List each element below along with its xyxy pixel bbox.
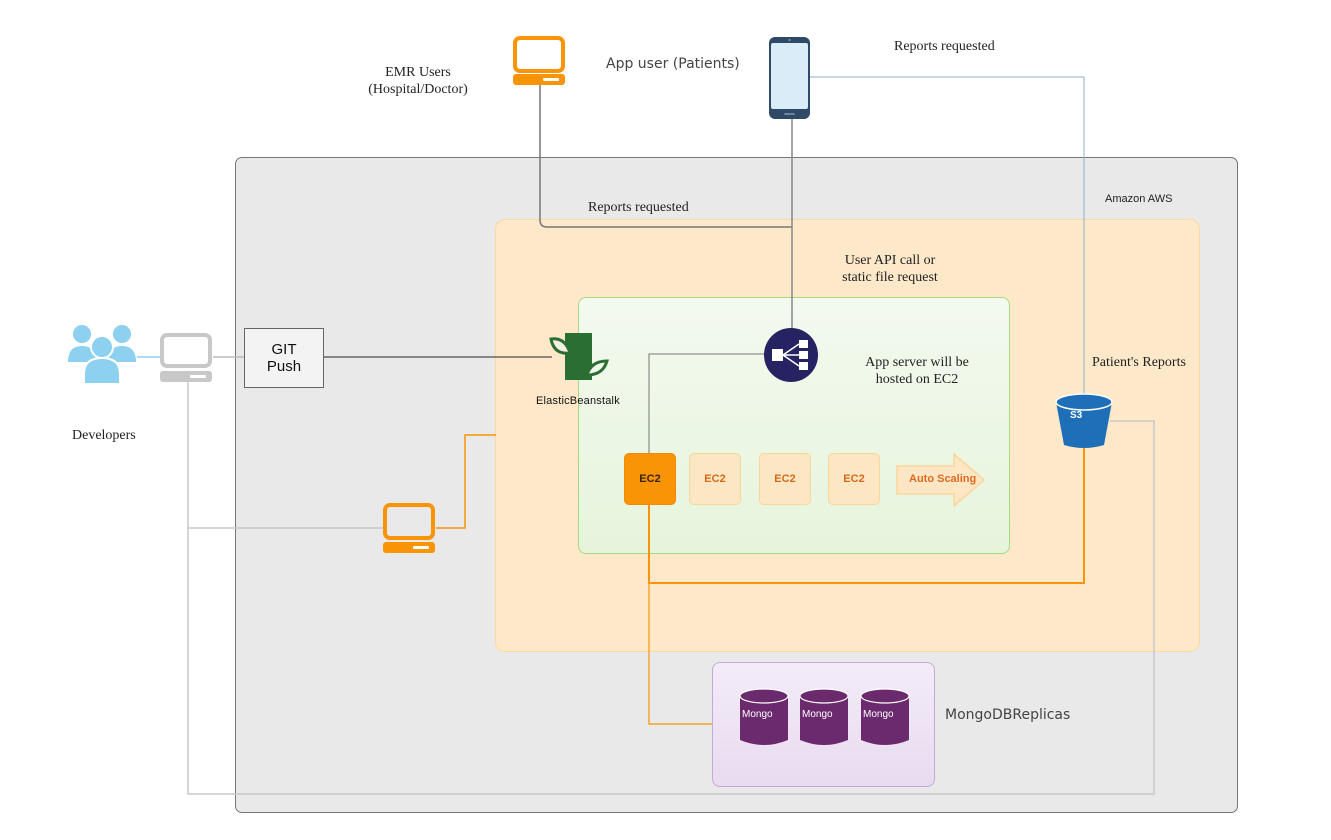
desktop-computer-icon (383, 503, 435, 553)
connector-lb-to-ec2 (648, 353, 764, 455)
app-server-note: App server will be hosted on EC2 (865, 355, 969, 387)
reports-requested-label-inner: Reports requested (588, 200, 689, 215)
s3-label: S3 (1070, 410, 1083, 421)
patients-reports-label: Patient's Reports (1092, 355, 1186, 370)
ec2-instance-scaled: EC2 (689, 453, 741, 505)
desktop-computer-icon (513, 36, 565, 85)
connector-mobile-to-s3 (810, 76, 1085, 396)
reports-requested-label-top: Reports requested (894, 39, 995, 54)
connector-ec2-to-s3 (648, 446, 1085, 584)
load-balancer-icon (764, 328, 818, 382)
database-cylinder-icon (860, 688, 910, 745)
mongodb-replicas-label: MongoDBReplicas (945, 707, 1071, 723)
app-user-label: App user (Patients) (606, 56, 740, 72)
ec2-instance-scaled: EC2 (759, 453, 811, 505)
elastic-beanstalk-icon (549, 333, 609, 380)
elastic-beanstalk-label: ElasticBeanstalk (536, 395, 620, 407)
mongo-node-label: Mongo (802, 709, 833, 720)
auto-scaling-arrow-icon (896, 453, 986, 507)
mongo-node-label: Mongo (863, 709, 894, 720)
smartphone-icon (769, 37, 810, 119)
ec2-instance-active: EC2 (624, 453, 676, 505)
connector-ec2-to-mongo (648, 583, 712, 725)
user-api-call-label: User API call or static file request (842, 253, 938, 285)
connector-admin-to-beanstalk (436, 434, 496, 529)
connector-dev-to-s3 (187, 420, 1155, 795)
mongo-node-label: Mongo (742, 709, 773, 720)
s3-bucket-icon (1055, 393, 1113, 448)
emr-users-label: EMR Users (Hospital/Doctor) (368, 65, 468, 97)
ec2-instance-scaled: EC2 (828, 453, 880, 505)
connector-dev-to-admin (187, 382, 384, 529)
connector-emr-to-api (539, 84, 792, 228)
amazon-aws-label: Amazon AWS (1105, 193, 1173, 205)
users-group-icon (68, 325, 136, 384)
database-cylinder-icon (799, 688, 849, 745)
git-push-box: GIT Push (244, 328, 324, 388)
database-cylinder-icon (739, 688, 789, 745)
auto-scaling-label: Auto Scaling (909, 473, 977, 485)
developers-label: Developers (72, 428, 136, 443)
desktop-computer-icon (160, 333, 212, 382)
